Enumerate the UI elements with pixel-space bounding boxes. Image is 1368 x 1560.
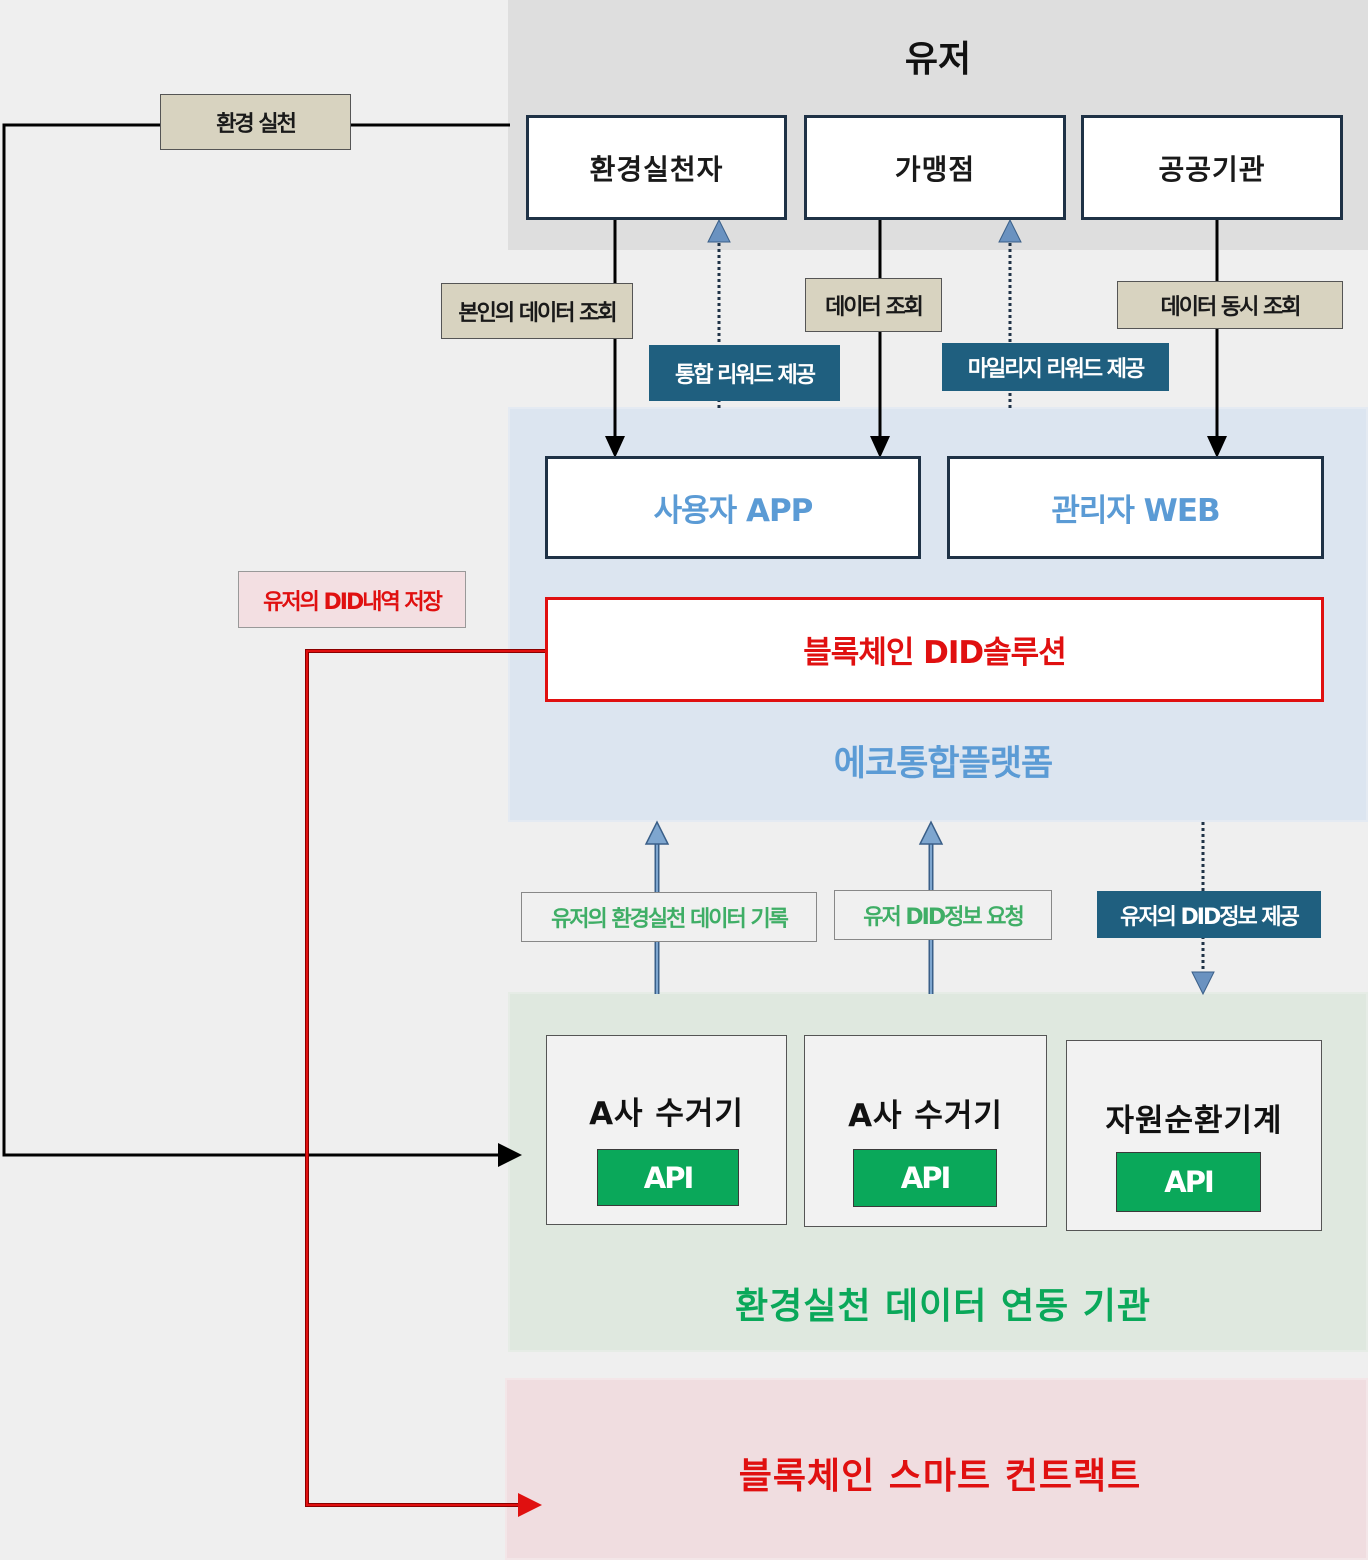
label-data-query: 데이터 조회 xyxy=(805,278,942,332)
did-store-arrowhead xyxy=(518,1493,542,1517)
env-practice-arrowhead xyxy=(498,1143,522,1167)
env-practice-label: 환경 실천 xyxy=(160,94,351,150)
blockchain-region xyxy=(505,1378,1368,1560)
device-name: A사 수거기 xyxy=(589,1096,744,1132)
label-self-data-query: 본인의 데이터 조회 xyxy=(441,283,633,339)
device-name: A사 수거기 xyxy=(848,1098,1003,1134)
arrow-reward xyxy=(707,218,731,243)
label-sync-data-query: 데이터 동시 조회 xyxy=(1117,281,1343,329)
arrow-record xyxy=(644,820,670,845)
label-record-env-data: 유저의 환경실천 데이터 기록 xyxy=(521,892,817,942)
device-card-2: A사 수거기 API xyxy=(804,1035,1047,1227)
device-card-3: 자원순환기계 API xyxy=(1066,1040,1322,1231)
user-box-public-agency: 공공기관 xyxy=(1081,115,1343,220)
arrow-request xyxy=(918,820,944,845)
arrow-provide xyxy=(1191,971,1215,996)
user-box-env-practitioner: 환경실천자 xyxy=(526,115,787,220)
admin-web-box: 관리자 WEB xyxy=(947,456,1324,559)
api-badge: API xyxy=(853,1149,997,1207)
arrow-sync-query xyxy=(1207,436,1227,458)
api-badge: API xyxy=(1116,1152,1261,1212)
blockchain-did-solution-box: 블록체인 DID솔루션 xyxy=(545,597,1324,702)
eco-platform-title: 에코통합플랫폼 xyxy=(833,744,1053,784)
label-did-info-provide: 유저의 DID정보 제공 xyxy=(1097,891,1321,938)
user-app-box: 사용자 APP xyxy=(545,456,921,559)
env-data-region-title: 환경실천 데이터 연동 기관 xyxy=(735,1286,1151,1327)
blockchain-smart-contract-title: 블록체인 스마트 컨트랙트 xyxy=(738,1456,1142,1497)
label-did-info-request: 유저 DID정보 요청 xyxy=(834,890,1052,940)
user-box-affiliate: 가맹점 xyxy=(804,115,1066,220)
arrow-mileage xyxy=(998,218,1022,243)
device-card-1: A사 수거기 API xyxy=(546,1035,787,1225)
api-badge: API xyxy=(597,1149,739,1206)
arrow-data-query xyxy=(870,436,890,458)
user-region-title: 유저 xyxy=(904,39,972,80)
device-name: 자원순환기계 xyxy=(1105,1103,1283,1139)
label-mileage-reward: 마일리지 리워드 제공 xyxy=(942,343,1169,391)
arrow-self-data xyxy=(605,436,625,458)
label-integrated-reward: 통합 리워드 제공 xyxy=(649,345,840,401)
label-did-history-store: 유저의 DID내역 저장 xyxy=(238,571,466,628)
env-practice-line xyxy=(2,123,510,1157)
